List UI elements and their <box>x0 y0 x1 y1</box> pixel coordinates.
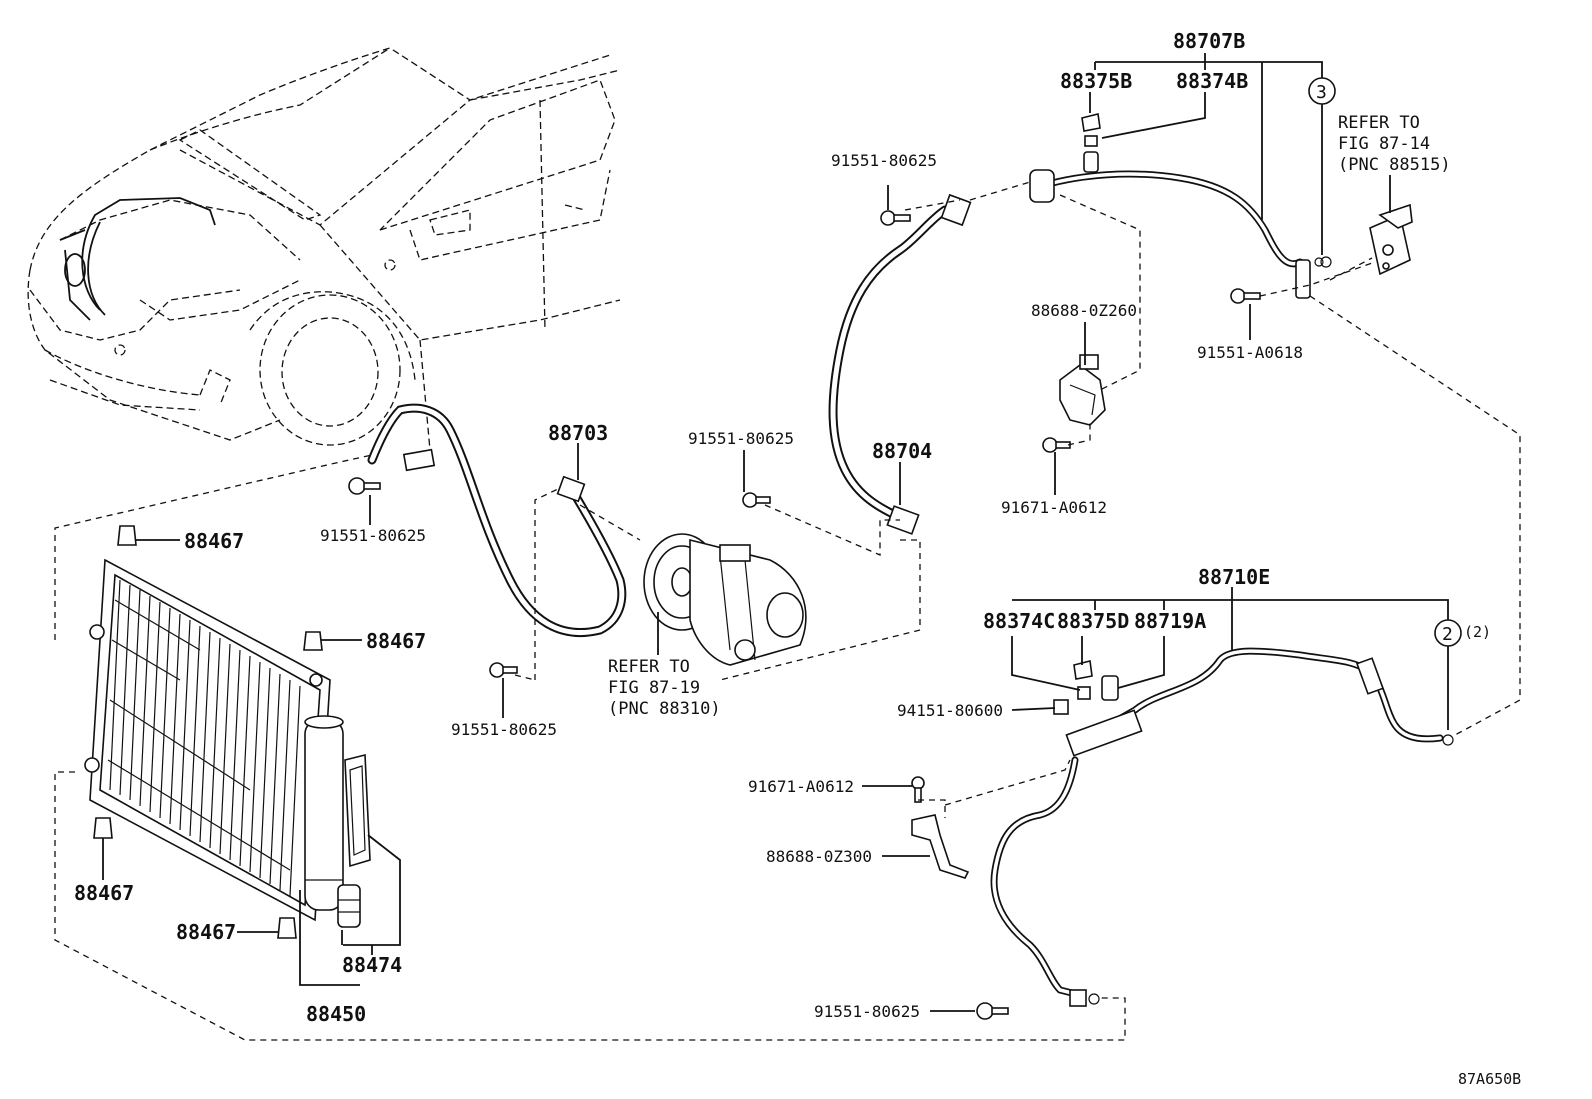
expansion-valve <box>1369 203 1413 276</box>
leader-lines <box>102 53 1449 1012</box>
label-91551-80625-low: 91551-80625 <box>451 720 557 739</box>
callout-circle-2 <box>1434 619 1462 647</box>
label-88710E: 88710E <box>1198 565 1270 589</box>
callout-circle-3 <box>1308 77 1336 105</box>
refer-fig-87-19-line3: (PNC 88310) <box>608 699 721 719</box>
vehicle-outline <box>27 47 621 451</box>
label-88707B: 88707B <box>1173 29 1245 53</box>
refer-fig-87-19-line1: REFER TO <box>608 657 690 677</box>
label-88467-b: 88467 <box>366 629 426 653</box>
label-91551-80625-left: 91551-80625 <box>320 526 426 545</box>
bolt-left <box>348 477 381 495</box>
label-91551-A0618: 91551-A0618 <box>1197 343 1303 362</box>
label-91551-80625-bottom: 91551-80625 <box>814 1002 920 1021</box>
refer-fig-87-14-line3: (PNC 88515) <box>1338 155 1451 175</box>
condenser-assembly <box>84 558 371 928</box>
label-88703: 88703 <box>548 421 608 445</box>
label-91551-80625-mid: 91551-80625 <box>688 429 794 448</box>
label-88467-c: 88467 <box>74 881 134 905</box>
bolt-top <box>880 210 911 226</box>
bolt-low <box>489 662 518 678</box>
fasteners <box>348 113 1324 1020</box>
label-94151-80600: 94151-80600 <box>897 701 1003 720</box>
label-88467-d: 88467 <box>176 920 236 944</box>
label-circle-3: 3 <box>1316 82 1327 103</box>
bolt-bottom <box>976 1002 1009 1020</box>
label-88688-0Z300: 88688-0Z300 <box>766 847 872 866</box>
hoses-and-pipes <box>367 169 1454 1007</box>
diagram-id: 87A650B <box>1458 1070 1521 1088</box>
label-91671-A0612-top: 91671-A0612 <box>1001 498 1107 517</box>
label-circle-2: 2 <box>1442 624 1453 645</box>
label-88375D: 88375D <box>1057 609 1129 633</box>
label-88467-a: 88467 <box>184 529 244 553</box>
dashed-reference-lines <box>54 181 1521 1041</box>
clamp-88688-0Z260 <box>1059 354 1106 426</box>
label-88688-0Z260: 88688-0Z260 <box>1031 301 1137 320</box>
label-88450: 88450 <box>306 1002 366 1026</box>
label-circle-2-qty: (2) <box>1464 623 1491 641</box>
bolt-A0612-low <box>911 776 925 803</box>
bolt-mid <box>742 492 771 508</box>
refer-fig-87-14-line2: FIG 87-14 <box>1338 134 1430 154</box>
label-88375B: 88375B <box>1060 69 1132 93</box>
label-88374B: 88374B <box>1176 69 1248 93</box>
cushion-88467-set <box>93 525 323 939</box>
bracket-88688-0Z300 <box>911 814 970 879</box>
bolt-A0612-top <box>1042 437 1071 453</box>
label-88719A: 88719A <box>1134 609 1206 633</box>
label-88474: 88474 <box>342 953 402 977</box>
refer-fig-87-19-line2: FIG 87-19 <box>608 678 700 698</box>
label-91671-A0612-low: 91671-A0612 <box>748 777 854 796</box>
label-91551-80625-top: 91551-80625 <box>831 151 937 170</box>
bolt-A0618 <box>1230 288 1261 304</box>
label-88374C: 88374C <box>983 609 1055 633</box>
part-labels: 88707B 88375B 88374B 3 REFER TO FIG 87-1… <box>74 29 1521 1088</box>
label-88704: 88704 <box>872 439 932 463</box>
compressor <box>643 533 807 666</box>
refer-fig-87-14-line1: REFER TO <box>1338 113 1420 133</box>
